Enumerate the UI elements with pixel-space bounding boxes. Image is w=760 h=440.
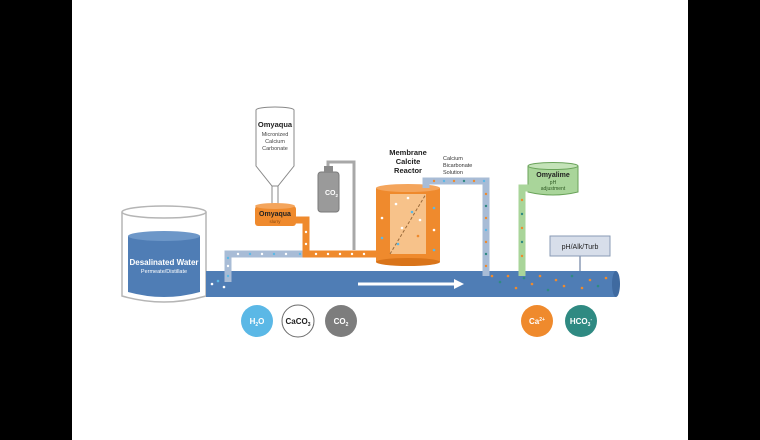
silo-desc-line-3: Carbonate [262, 146, 288, 152]
silo-desc-line-1: Micronized [262, 132, 289, 138]
legend-h2o: H2O [241, 305, 273, 337]
reactor-title-line-3: Reactor [394, 166, 422, 175]
desalinated-water-tank: Desalinated Water Permeate/Distillate [121, 205, 207, 303]
bicarbonate-pipe: Calcium Bicarbonate Solution [422, 156, 490, 276]
main-pipe [206, 271, 620, 297]
legend-h2o-label: H2O [250, 317, 265, 328]
mixer-subtitle: slurry [270, 219, 282, 224]
legend-hco3: HCO3- [565, 305, 597, 337]
slurry-pipe [296, 216, 384, 258]
process-diagram: Desalinated Water Permeate/Distillate Om… [72, 0, 688, 440]
omyalime-desc-line-2: adjustment [541, 186, 566, 192]
reactor-title-line-1: Membrane [389, 148, 427, 157]
co2-cylinder: CO2 [317, 160, 356, 250]
silo-desc-line-2: Calcium [265, 139, 285, 145]
legend-co2: CO2 [325, 305, 357, 337]
solution-label-line-2: Bicarbonate [443, 163, 472, 169]
co2-cylinder-label: CO2 [325, 190, 339, 198]
solution-label-line-1: Calcium [443, 156, 463, 162]
pipe-ion-dots [490, 274, 608, 292]
legend-ca2plus: Ca2+ [521, 305, 553, 337]
legend-hco3-label: HCO3- [570, 317, 593, 328]
omyalime-pipe [518, 184, 532, 276]
analyzer: pH/Alk/Turb [549, 235, 611, 271]
silo-title: Omyaqua [258, 120, 293, 129]
omyalime-tank: Omyalime pH adjustment [527, 162, 579, 196]
analyzer-label: pH/Alk/Turb [562, 244, 599, 251]
legend-caco3: CaCO3 [281, 304, 315, 338]
omyaqua-mixer: Omyaqua slurry [255, 203, 296, 226]
omyalime-title: Omyalime [536, 172, 570, 179]
mixer-title: Omyaqua [259, 211, 291, 218]
omyaqua-silo: Omyaqua Micronized Calcium Carbonate [255, 106, 295, 205]
legend-ca2plus-label: Ca2+ [529, 317, 545, 326]
tank-subtitle: Permeate/Distillate [141, 269, 187, 275]
flow-arrow-icon [454, 279, 464, 289]
reactor-title-line-2: Calcite [396, 157, 421, 166]
membrane-calcite-reactor: Membrane Calcite Reactor [376, 148, 440, 266]
omyalime-desc-line-1: pH [550, 180, 557, 186]
legend-caco3-label: CaCO3 [285, 317, 310, 328]
solution-label-line-3: Solution [443, 170, 463, 176]
diagram-canvas: Desalinated Water Permeate/Distillate Om… [121, 106, 620, 338]
tank-title: Desalinated Water [129, 258, 198, 267]
legend-co2-label: CO2 [334, 317, 349, 328]
